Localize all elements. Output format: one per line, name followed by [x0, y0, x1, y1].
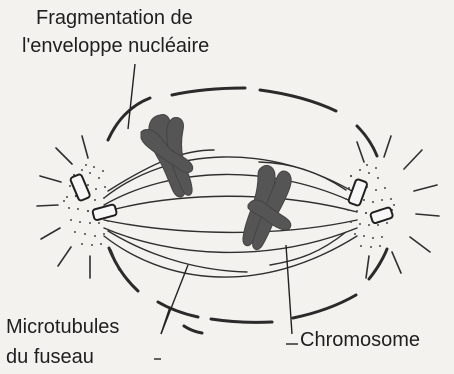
centriole [70, 174, 91, 202]
envelope-fragment [260, 90, 336, 111]
aster-ray [56, 148, 72, 164]
aster-ray [357, 142, 364, 162]
right-centrioles [348, 179, 393, 224]
leader-line-microtubules-2 [161, 265, 188, 334]
chromosome-right [243, 165, 291, 249]
chromosome-left [141, 115, 193, 197]
envelope-fragment [172, 88, 245, 95]
centriole [370, 207, 393, 224]
aster-ray [366, 256, 369, 278]
aster-ray [37, 205, 58, 206]
spindle-fiber [104, 157, 357, 198]
right-centrosome-stipple [345, 164, 395, 248]
centriole [92, 204, 117, 221]
aster-ray [41, 228, 60, 239]
envelope-fragment [184, 326, 202, 333]
leader-line-envelope [128, 64, 135, 129]
spindle-fiber [104, 220, 357, 232]
envelope-fragment [369, 249, 387, 279]
aster-ray [82, 136, 88, 158]
aster-ray [414, 185, 437, 191]
aster-ray [392, 252, 401, 273]
envelope-fragment [293, 295, 356, 318]
envelope-fragment [158, 302, 198, 317]
envelope-fragment [211, 319, 272, 322]
microtubules-label-line-1: Microtubules [6, 315, 119, 339]
leader-line-chromosome [286, 245, 292, 334]
aster-ray [111, 250, 119, 270]
left-centrioles [70, 174, 117, 221]
microtubules-label-line-2: du fuseau [6, 345, 94, 369]
aster-ray [384, 136, 391, 157]
spindle-fibers [104, 150, 357, 277]
aster-ray [58, 247, 71, 266]
aster-ray [404, 150, 422, 169]
centriole [348, 179, 368, 207]
aster-ray [40, 176, 61, 182]
aster-ray [410, 237, 430, 252]
envelope-label-line-2: l'enveloppe nucléaire [22, 34, 209, 58]
aster-ray [416, 214, 439, 216]
spindle-fiber [104, 174, 357, 205]
right-aster-rays [357, 136, 439, 278]
envelope-label-line-1: Fragmentation de [36, 6, 193, 30]
chromosome-label: Chromosome [300, 328, 420, 352]
spindle-fiber [104, 196, 357, 212]
